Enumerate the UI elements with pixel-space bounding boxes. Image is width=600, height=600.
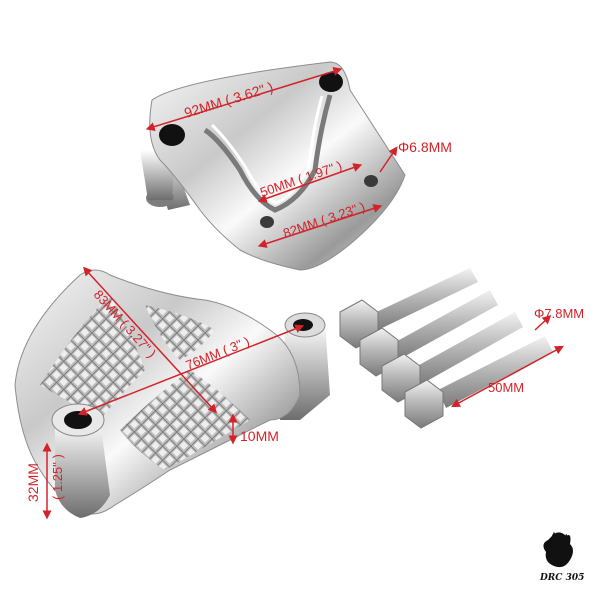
height-label: 32MM	[25, 463, 41, 502]
bolt-length-label: 50MM	[488, 380, 524, 395]
plate-thickness-label: 10MM	[240, 428, 279, 444]
dimension-lines	[42, 67, 564, 520]
brand-logo: DRC 305	[539, 531, 584, 583]
bolts-group	[339, 268, 553, 429]
top-hole-diameter-label: Φ6.8MM	[398, 139, 452, 155]
logo-text: DRC 305	[539, 573, 584, 583]
height-inch-label: ( 1.25" )	[50, 454, 65, 500]
bolt-diameter-label: Φ7.8MM	[534, 306, 584, 321]
